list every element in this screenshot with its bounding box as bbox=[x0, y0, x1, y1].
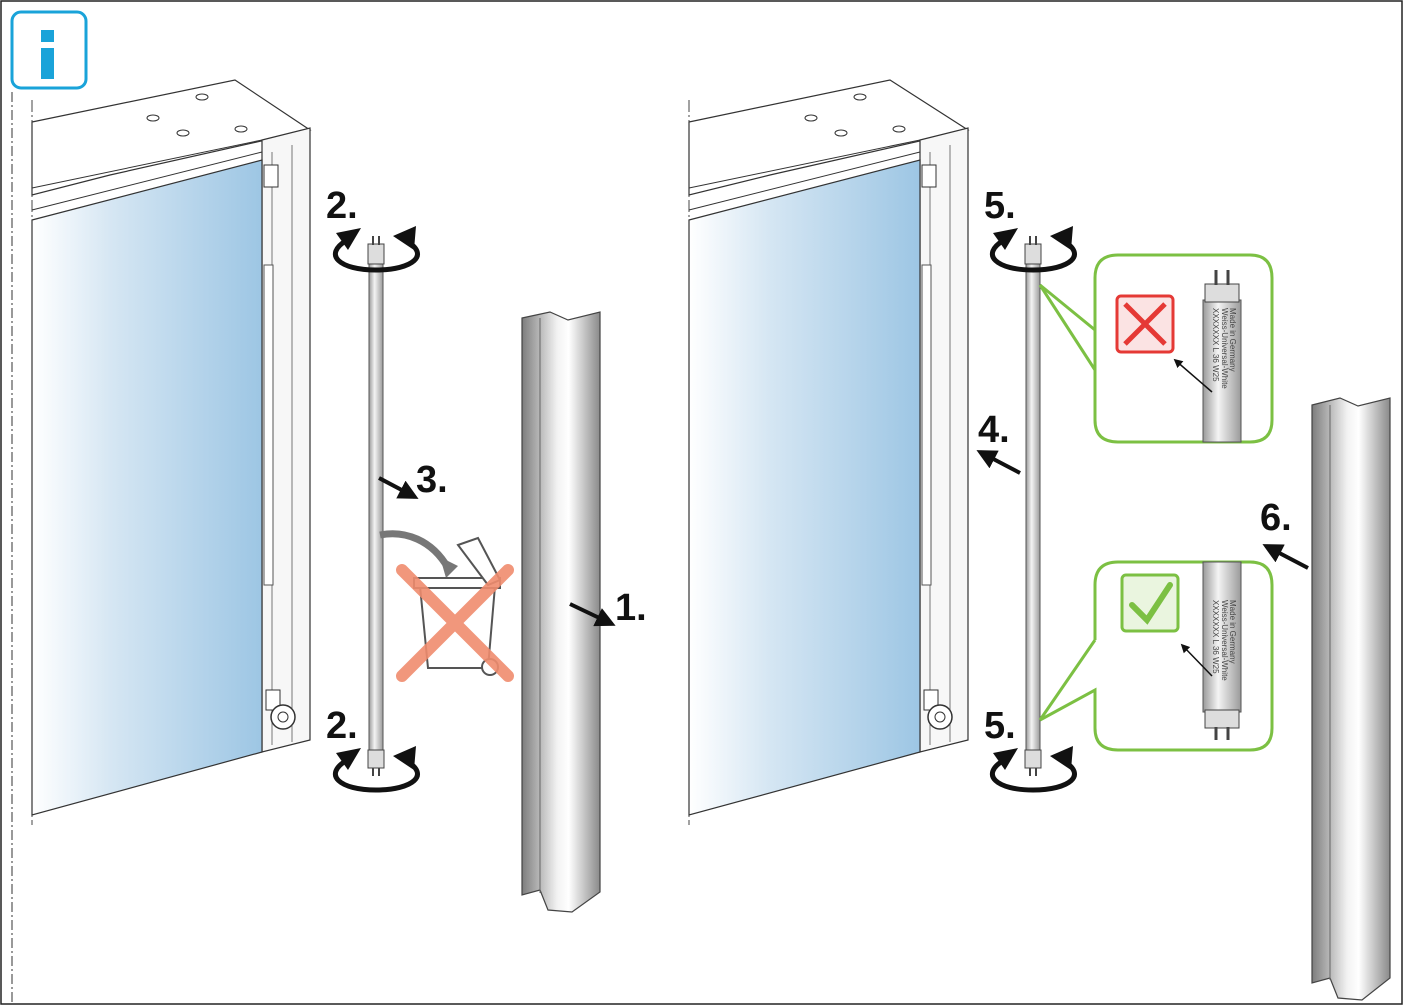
step-label-6: 6. bbox=[1260, 497, 1292, 539]
tube-label-line2: Weiss-Universal-White bbox=[1220, 308, 1229, 389]
step-label-5-top: 5. bbox=[984, 185, 1016, 227]
step-label-2-top: 2. bbox=[326, 185, 358, 227]
tube-label-line1: XXXXXXX L 36 W25 bbox=[1211, 308, 1220, 382]
no-symbol-icon bbox=[396, 564, 514, 682]
cover-profile-right bbox=[1311, 397, 1391, 1001]
step-label-5-bottom: 5. bbox=[984, 705, 1016, 747]
remove-arrow bbox=[378, 476, 419, 499]
checkmark-icon bbox=[1120, 573, 1180, 633]
fluorescent-tube-new bbox=[1024, 236, 1042, 776]
rotate-arrow-icon bbox=[989, 237, 1077, 793]
right-mirror-cabinet bbox=[688, 79, 970, 825]
step-label-1: 1. bbox=[615, 587, 647, 629]
left-mirror-cabinet bbox=[31, 79, 312, 825]
insert-arrow bbox=[976, 450, 1021, 475]
tube-label-line2: Weiss-Universal-White bbox=[1220, 600, 1229, 681]
tube-label-line3: Made in Germany bbox=[1228, 308, 1237, 372]
fluorescent-tube-old bbox=[367, 236, 385, 776]
attach-arrow bbox=[1262, 544, 1309, 570]
wrong-orientation-detail: XXXXXXX L 36 W25 Weiss-Universal-White M… bbox=[1038, 253, 1274, 444]
step-label-3: 3. bbox=[416, 459, 448, 501]
tube-label-line1: XXXXXXX L 36 W25 bbox=[1211, 600, 1220, 674]
step-label-4: 4. bbox=[978, 409, 1010, 451]
rotate-arrowheads-left bbox=[336, 226, 416, 770]
info-icon bbox=[10, 10, 88, 90]
tube-label-line3: Made in Germany bbox=[1228, 600, 1237, 664]
rotate-arrowheads-right bbox=[993, 226, 1073, 770]
rotate-arrow-icon bbox=[332, 237, 420, 793]
cover-arrow bbox=[569, 602, 616, 627]
cover-profile-left bbox=[521, 311, 601, 913]
cross-icon bbox=[1115, 294, 1175, 354]
correct-orientation-detail: XXXXXXX L 36 W25 Weiss-Universal-White M… bbox=[1038, 560, 1274, 752]
step-label-2-bottom: 2. bbox=[326, 705, 358, 747]
